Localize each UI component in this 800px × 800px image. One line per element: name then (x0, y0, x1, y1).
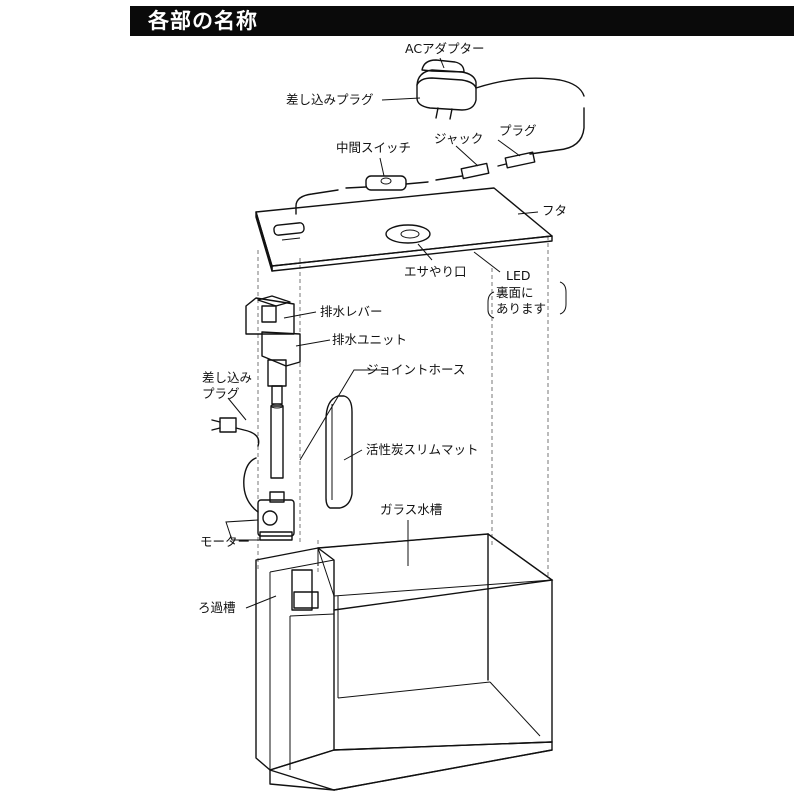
labels: ACアダプター 差し込みプラグ プラグ ジャック 中間スイッチ フタ エサやり口… (198, 41, 567, 615)
label-plug-insert-left-2: プラグ (202, 386, 240, 401)
label-led: LED (506, 268, 531, 283)
label-carbon-mat: 活性炭スリムマット (366, 442, 479, 457)
label-drain-lever: 排水レバー (320, 304, 383, 319)
switch-cord (295, 175, 463, 215)
carbon-mat (325, 395, 353, 509)
label-plug-insert-top: 差し込みプラグ (286, 92, 374, 107)
label-feeding-port: エサやり口 (404, 264, 467, 279)
page-title: 各部の名称 (148, 9, 258, 33)
label-led-note-2: あります (496, 301, 546, 316)
label-drain-unit: 排水ユニット (332, 332, 407, 347)
label-ac-adapter: ACアダプター (405, 41, 485, 56)
label-plug: プラグ (499, 123, 537, 138)
label-lid: フタ (542, 203, 567, 218)
motor (211, 417, 295, 541)
label-jack: ジャック (434, 131, 483, 146)
filter-tank (255, 547, 335, 771)
label-joint-hose: ジョイントホース (366, 362, 465, 377)
label-motor: モーター (200, 534, 250, 549)
label-led-note-1: 裏面に (496, 285, 534, 300)
glass-tank (269, 533, 554, 791)
label-inline-switch: 中間スイッチ (336, 140, 411, 155)
joint-hose (270, 403, 284, 479)
led-bracket-left (487, 291, 495, 319)
lid (255, 187, 553, 272)
label-plug-insert-left-1: 差し込み (202, 370, 252, 385)
label-filter-tank: ろ過槽 (198, 600, 236, 615)
led-bracket-right (559, 281, 567, 315)
leader-lines (225, 57, 539, 609)
title-bar: 各部の名称 (130, 6, 794, 36)
label-glass-tank: ガラス水槽 (380, 502, 442, 517)
drain-unit (245, 295, 301, 405)
plug-and-jack (460, 151, 536, 180)
ac-adapter (416, 59, 585, 155)
